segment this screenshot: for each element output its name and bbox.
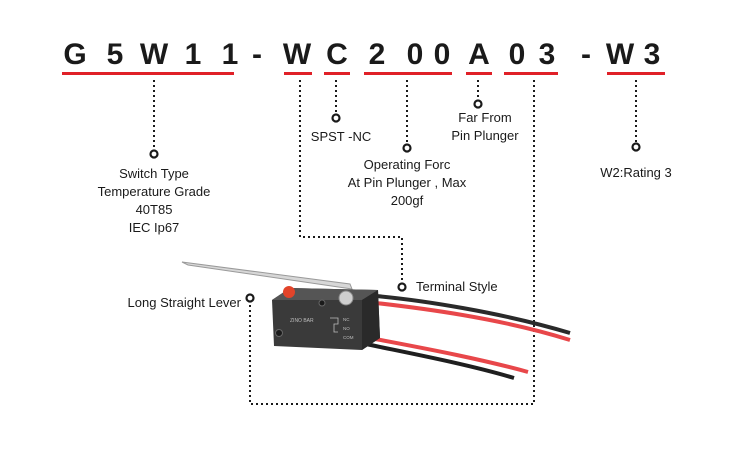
switch-brand-text: ZINO BAR	[290, 318, 314, 324]
wire-black-top	[375, 294, 571, 335]
code-char-rating-3: 3	[643, 38, 661, 71]
underline-terminal	[284, 72, 312, 75]
wire-red-top	[375, 301, 571, 342]
switch-type-line-4: IEC Ip67	[128, 220, 180, 235]
connector-dot-terminal-style	[397, 282, 407, 292]
far-from-line-2: Pin Plunger	[451, 128, 519, 143]
far-from-line-1: Far From	[458, 110, 512, 125]
lever-roller	[338, 290, 354, 306]
code-char-w: W	[139, 38, 169, 71]
switch-body-side	[362, 290, 380, 350]
underline-switch-type	[62, 72, 234, 75]
switch-schematic-mark	[330, 317, 339, 333]
code-char-dash-2: -	[581, 38, 591, 71]
switch-body	[272, 288, 380, 350]
switch-type-line-2: Temperature Grade	[97, 184, 211, 199]
code-char-force-0a: 0	[406, 38, 424, 71]
rating-label: W2:Rating 3	[600, 165, 672, 180]
code-char-5: 5	[106, 38, 124, 71]
underline-rating	[607, 72, 665, 75]
leader-terminal-style	[299, 80, 403, 283]
connector-dot-rating	[631, 142, 641, 152]
connector-dot-lever	[245, 293, 255, 303]
code-char-3: 3	[538, 38, 556, 71]
actuator-button	[283, 286, 295, 298]
operating-force-line-1: Operating Forc	[363, 157, 451, 172]
lever-arm	[181, 261, 353, 290]
mount-hole-left	[275, 329, 283, 337]
code-char-terminal: W	[282, 38, 312, 71]
underline-lever	[504, 72, 558, 75]
wire-black-bottom	[351, 339, 515, 380]
operating-force-label: Operating Forc At Pin Plunger , Max 200g…	[337, 156, 477, 210]
wire-red-bottom	[359, 334, 529, 374]
code-char-1b: 1	[221, 38, 239, 71]
terminal-style-label: Terminal Style	[416, 279, 498, 294]
switch-type-line-1: Switch Type	[119, 166, 189, 181]
code-char-a: A	[468, 38, 490, 71]
code-char-dash-1: -	[252, 38, 262, 71]
underline-force	[364, 72, 452, 75]
code-char-circuit: C	[326, 38, 348, 71]
operating-force-line-3: 200gf	[390, 193, 424, 208]
leader-lever	[249, 80, 535, 405]
connector-dot-switch-type	[149, 149, 159, 159]
switch-contact-no: NO	[343, 326, 350, 331]
lever-label: Long Straight Lever	[127, 295, 241, 310]
operating-force-line-2: At Pin Plunger , Max	[347, 175, 467, 190]
switch-type-line-3: 40T85	[135, 202, 173, 217]
far-from-label: Far From Pin Plunger	[440, 109, 530, 145]
switch-illustration: ZINO BAR NC NO COM	[181, 261, 571, 380]
code-char-1a: 1	[184, 38, 202, 71]
switch-type-label: Switch Type Temperature Grade 40T85 IEC …	[84, 165, 224, 237]
mount-hole-top	[318, 299, 326, 307]
underline-circuit	[324, 72, 350, 75]
code-char-force-0b: 0	[433, 38, 451, 71]
code-char-0: 0	[508, 38, 526, 71]
code-char-series: G	[63, 38, 87, 71]
underline-position	[466, 72, 492, 75]
connector-dot-far-from	[473, 99, 483, 109]
switch-contact-nc: NC	[343, 317, 350, 322]
code-char-force-2: 2	[368, 38, 386, 71]
connector-dot-spst	[331, 113, 341, 123]
connector-dot-operating-force	[402, 143, 412, 153]
switch-contact-com: COM	[343, 335, 354, 340]
spst-label: SPST -NC	[310, 129, 372, 144]
code-char-rating-w: W	[605, 38, 635, 71]
